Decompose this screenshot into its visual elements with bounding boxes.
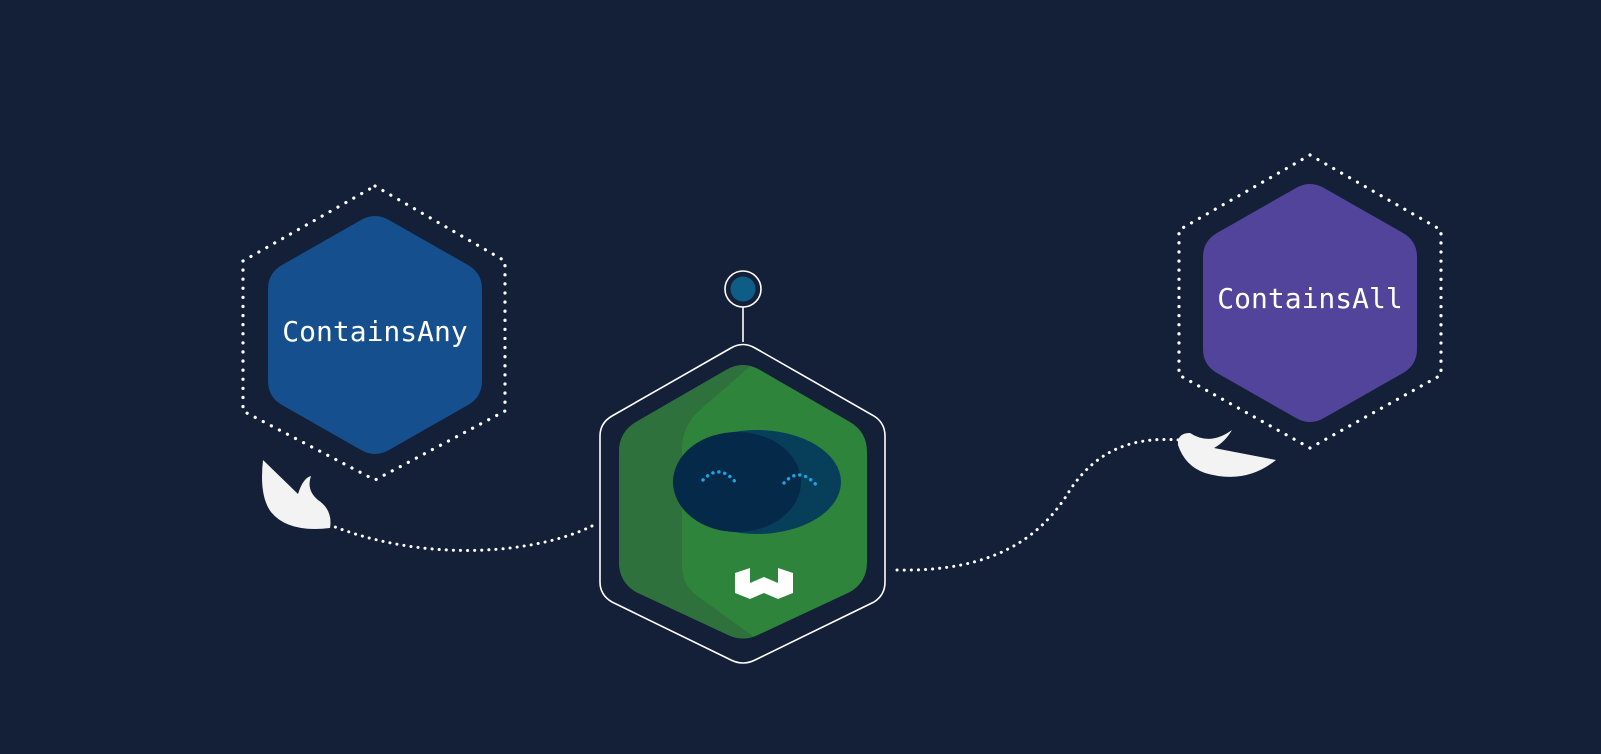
robot-body-shade xyxy=(619,365,800,639)
node-contains-any-dotted-ring xyxy=(241,184,507,482)
node-contains-any-label: ContainsAny xyxy=(282,315,467,348)
node-contains-all-hexagon xyxy=(1203,184,1417,422)
node-contains-any: ContainsAny xyxy=(241,184,507,482)
robot-outline xyxy=(599,343,886,664)
robot-antenna-ring xyxy=(724,270,762,308)
node-contains-all-dotted-ring xyxy=(1177,153,1443,450)
node-contains-any-hexagon xyxy=(268,216,482,454)
robot-eye-right xyxy=(782,473,820,489)
weaviate-logo-icon xyxy=(735,568,793,599)
robot xyxy=(599,270,886,664)
node-contains-all: ContainsAll xyxy=(1177,153,1443,450)
bird-icon-right xyxy=(1177,430,1276,477)
bird-icon-left xyxy=(262,460,331,529)
robot-eye-left xyxy=(701,470,739,486)
connector-robot-to-contains-all xyxy=(895,437,1182,572)
robot-visor-inner xyxy=(673,432,801,532)
node-contains-all-label: ContainsAll xyxy=(1217,282,1402,315)
robot-antenna-light xyxy=(730,276,756,302)
connector-robot-to-contains-any xyxy=(328,523,594,552)
